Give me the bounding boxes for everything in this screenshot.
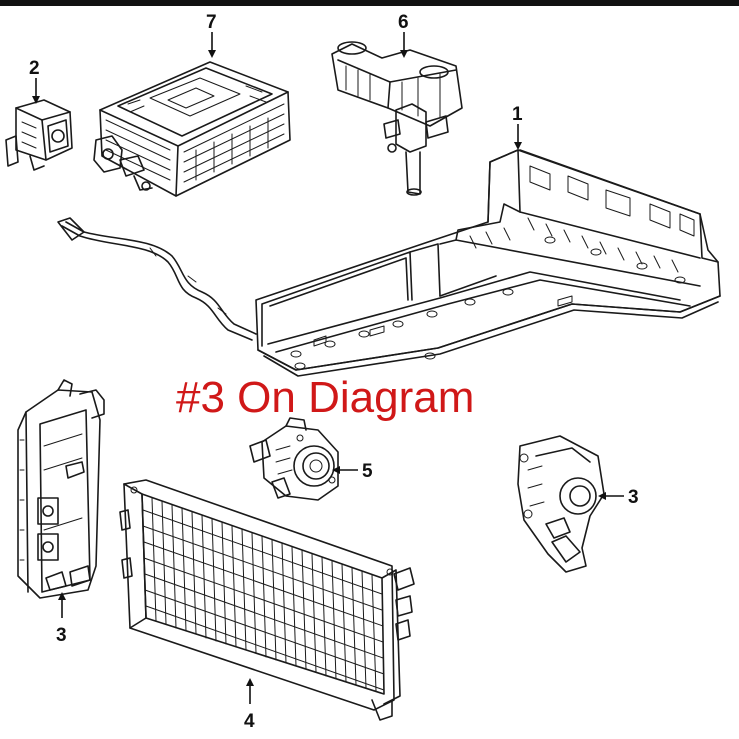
part-4-arrow: [246, 678, 254, 686]
part-2-module: [5, 99, 73, 171]
part-3-right-actuator: [517, 435, 605, 573]
callout-6: 6: [398, 12, 409, 33]
part-7-inverter: [93, 61, 291, 197]
callout-4: 4: [244, 711, 255, 732]
part-3-left-arrow: [58, 592, 66, 600]
part-6-arrow: [400, 50, 408, 58]
callout-1: 1: [512, 104, 523, 125]
part-highlight-caption: #3 On Diagram: [176, 373, 475, 422]
part-5-arrow: [332, 466, 340, 474]
callout-5: 5: [362, 461, 373, 482]
part-2-arrow: [32, 96, 40, 104]
part-7-arrow: [208, 50, 216, 58]
part-5-pump: [249, 417, 339, 501]
part-3-left-module: [17, 379, 105, 599]
callout-2: 2: [29, 58, 40, 79]
callout-3-left: 3: [56, 625, 67, 646]
callout-7: 7: [206, 12, 217, 33]
part-4-radiator: [119, 479, 415, 721]
part-3-right-arrow: [598, 492, 606, 500]
part-1-arrow: [514, 142, 522, 150]
top-border-bar: [0, 0, 739, 6]
part-6-pump: [331, 41, 463, 196]
callout-3-right: 3: [628, 487, 639, 508]
